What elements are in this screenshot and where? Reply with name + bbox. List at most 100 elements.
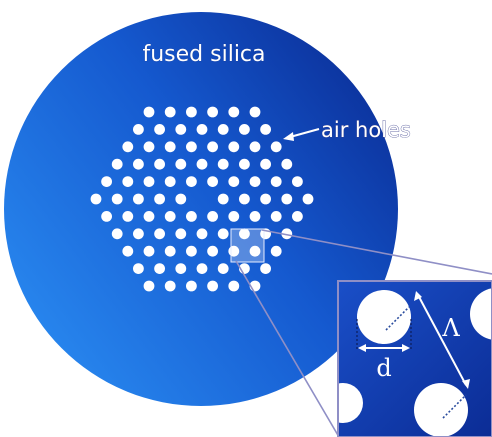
air-hole [154,123,166,135]
air-hole [111,193,123,205]
air-hole [292,211,303,222]
air-hole [101,211,112,222]
air-hole [143,280,155,292]
air-hole [196,123,208,135]
air-hole [186,245,197,257]
air-hole [122,245,134,257]
air-hole [207,211,219,222]
arrow-head-icon [358,344,366,352]
air-hole [281,228,293,240]
inset-hole [338,383,363,423]
inset-hole [357,290,411,344]
air-hole [217,228,229,240]
air-hole [133,263,144,274]
arrow-head-icon [402,344,410,352]
air-hole [207,141,219,153]
air-hole [175,193,187,205]
air-hole [122,211,134,222]
air-hole [228,176,240,188]
air-hole [143,106,155,118]
air-hole [270,176,282,188]
air-hole [133,228,144,240]
air-hole [260,263,271,274]
air-hole [249,211,261,222]
air-hole [143,176,155,188]
air-hole [186,141,197,153]
air-hole [207,280,219,292]
air-hole [154,263,166,274]
air-hole [133,193,144,205]
air-hole [260,158,271,170]
air-hole [154,158,166,170]
air-hole [249,106,261,118]
zoom-connector-bottom [235,260,340,437]
air-hole [154,228,166,240]
air-hole [143,141,155,153]
air-hole [90,193,102,205]
air-hole [249,141,261,153]
air-hole [228,211,240,222]
air-hole [270,245,282,257]
air-hole-lattice [90,106,314,292]
air-hole [175,123,187,135]
air-hole [122,141,134,153]
air-hole [217,123,229,135]
air-hole [122,176,134,188]
air-hole [111,158,123,170]
air-hole [217,193,229,205]
air-hole [164,106,176,118]
air-hole [164,211,176,222]
air-hole [239,123,250,135]
zoom-region [230,228,265,263]
air-hole [302,193,314,205]
air-hole [249,245,261,257]
air-holes-arrow [289,128,320,138]
air-hole [239,158,250,170]
air-hole [228,141,240,153]
pitch-arrow [417,294,467,386]
zoom-inset: d Λ [337,280,492,437]
air-hole [101,176,112,188]
fused-silica-label: fused silica [142,42,265,67]
air-hole [207,176,219,188]
air-hole [143,245,155,257]
air-hole [186,211,197,222]
air-hole [292,176,303,188]
inset-hole [414,383,468,437]
air-hole [164,245,176,257]
arrow-head-icon [414,291,422,301]
air-hole [249,176,261,188]
air-hole [239,193,250,205]
air-hole [281,193,293,205]
air-hole [270,141,282,153]
air-hole [143,211,155,222]
air-hole [164,176,176,188]
fiber-cladding [4,12,398,406]
air-hole [228,280,240,292]
air-hole [207,245,219,257]
air-hole [111,228,123,240]
air-hole [175,263,187,274]
air-hole [196,158,208,170]
diameter-symbol: d [376,354,391,382]
air-hole [270,211,282,222]
air-holes-label: air holes [321,118,411,142]
air-hole [175,158,187,170]
air-hole [260,193,271,205]
center-marker-dash [385,306,410,331]
air-hole [217,263,229,274]
pitch-symbol: Λ [441,314,460,342]
arrow-head-icon [283,132,294,141]
air-hole [281,158,293,170]
air-hole [133,123,144,135]
center-marker-dash [442,394,467,419]
air-hole [186,176,197,188]
air-hole [196,263,208,274]
air-hole [133,158,144,170]
zoom-inset-frame [337,280,492,437]
air-hole [186,280,197,292]
air-hole [196,228,208,240]
air-hole [164,141,176,153]
arrow-head-icon [462,379,470,389]
air-hole [164,280,176,292]
